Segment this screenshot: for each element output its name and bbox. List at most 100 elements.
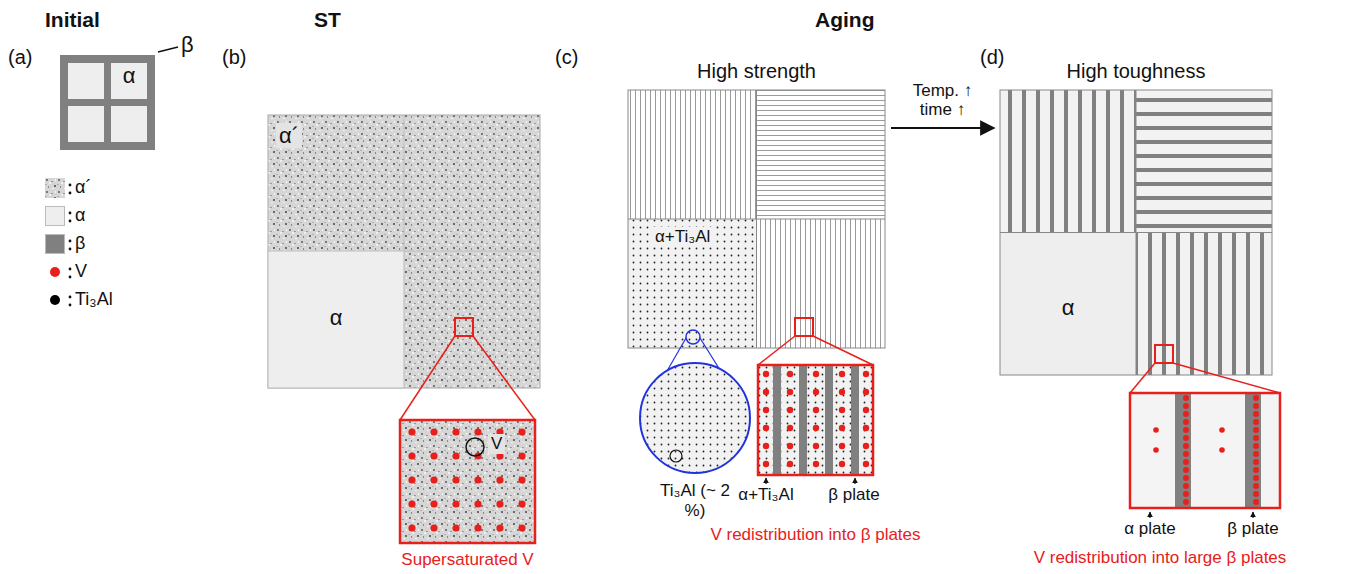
v-atom <box>1253 451 1259 457</box>
v-atom <box>474 524 481 531</box>
legend-colon <box>69 192 72 195</box>
node-text: V redistribution into large β plates <box>980 548 1340 568</box>
process-arrow <box>891 127 994 129</box>
v-atom <box>1183 451 1189 457</box>
v-atoms <box>408 428 525 531</box>
illustration-line <box>1130 363 1155 393</box>
illustration-rect <box>1000 233 1136 376</box>
panel-label: (c) <box>555 46 578 69</box>
v-atom <box>474 500 481 507</box>
illustration-rect <box>851 365 859 475</box>
v-atom <box>474 428 481 435</box>
v-atom <box>1153 447 1159 453</box>
legend-colon <box>69 296 72 299</box>
toughness-zoom-box: α plateβ plateV redistribution into larg… <box>1130 393 1280 508</box>
v-atom <box>1219 427 1225 433</box>
v-atom <box>1253 467 1259 473</box>
v-atom <box>863 407 869 413</box>
v-atom <box>863 371 869 377</box>
legend-colon <box>69 276 72 279</box>
v-atom <box>452 476 459 483</box>
illustration-line <box>765 478 766 484</box>
illustration-rect <box>799 365 807 475</box>
legend-swatch <box>50 267 60 277</box>
st-grains <box>268 115 540 543</box>
v-atom <box>787 461 793 467</box>
v-atom <box>763 443 769 449</box>
v-atom <box>1253 483 1259 489</box>
v-atom <box>813 389 819 395</box>
v-atom <box>839 371 845 377</box>
node-text: α´ <box>276 123 302 148</box>
v-atom <box>518 428 525 435</box>
v-atoms <box>1153 395 1259 505</box>
v-atom <box>1253 443 1259 449</box>
node-text: High toughness <box>1000 60 1272 83</box>
node-text: β plate <box>818 485 890 505</box>
v-atom <box>430 524 437 531</box>
illustration-line <box>813 336 873 365</box>
v-atoms <box>763 371 869 467</box>
v-atom <box>518 500 525 507</box>
v-atom <box>787 443 793 449</box>
legend-colon <box>69 220 72 223</box>
v-atom <box>430 476 437 483</box>
node-text: α <box>112 63 146 88</box>
v-atom <box>1183 499 1189 505</box>
legend-text: Ti₃Al <box>75 289 113 310</box>
illustration-line <box>473 336 535 420</box>
aged-strength-grains <box>628 90 885 484</box>
v-atom <box>813 371 819 377</box>
v-atom <box>1183 403 1189 409</box>
v-atom <box>496 476 503 483</box>
v-atom <box>518 524 525 531</box>
legend-colon <box>69 240 72 243</box>
speckle-sample <box>45 178 65 198</box>
v-atom <box>813 407 819 413</box>
legend-swatch <box>45 234 65 254</box>
illustration-line <box>404 251 540 252</box>
v-atom <box>452 428 459 435</box>
v-atom <box>839 389 845 395</box>
v-atom <box>813 425 819 431</box>
v-atom <box>452 524 459 531</box>
v-atom <box>452 452 459 459</box>
v-atom <box>763 389 769 395</box>
v-atom <box>1253 403 1259 409</box>
v-atom <box>496 524 503 531</box>
illustration-rect <box>1175 393 1191 508</box>
legend-colon <box>69 184 72 187</box>
v-atom <box>430 428 437 435</box>
illustration-rect <box>757 90 886 219</box>
node-text: α <box>1050 295 1086 320</box>
illustration-line <box>64 99 151 106</box>
beta-pointer <box>158 47 178 52</box>
node-text: α plate <box>1110 519 1190 539</box>
v-atom <box>813 461 819 467</box>
illustration-line <box>1149 512 1150 518</box>
v-atom <box>863 389 869 395</box>
v-atom <box>1253 427 1259 433</box>
v-atom <box>763 371 769 377</box>
node-text: High strength <box>628 60 885 83</box>
v-atom <box>1183 459 1189 465</box>
illustration-rect <box>795 318 813 336</box>
illustration-rect <box>64 59 151 146</box>
v-atom <box>1183 491 1189 497</box>
ti3al-zoom-circle: Ti₃Al (~ 2 %) <box>640 363 750 473</box>
v-atom <box>787 371 793 377</box>
arrow-label: Temp. ↑ time ↑ <box>901 81 985 120</box>
v-atom <box>1183 475 1189 481</box>
legend-colon <box>69 212 72 215</box>
legend-text: V <box>75 261 87 282</box>
v-atom <box>1253 475 1259 481</box>
v-atom <box>408 500 415 507</box>
v-atom <box>1253 395 1259 401</box>
v-atom <box>839 443 845 449</box>
legend-swatch <box>50 295 60 305</box>
toughness-square: High toughnessα <box>1000 90 1272 375</box>
legend-colon <box>69 248 72 251</box>
panel-label: (d) <box>980 46 1004 69</box>
illustration-rect <box>1136 90 1272 233</box>
v-atom <box>430 452 437 459</box>
